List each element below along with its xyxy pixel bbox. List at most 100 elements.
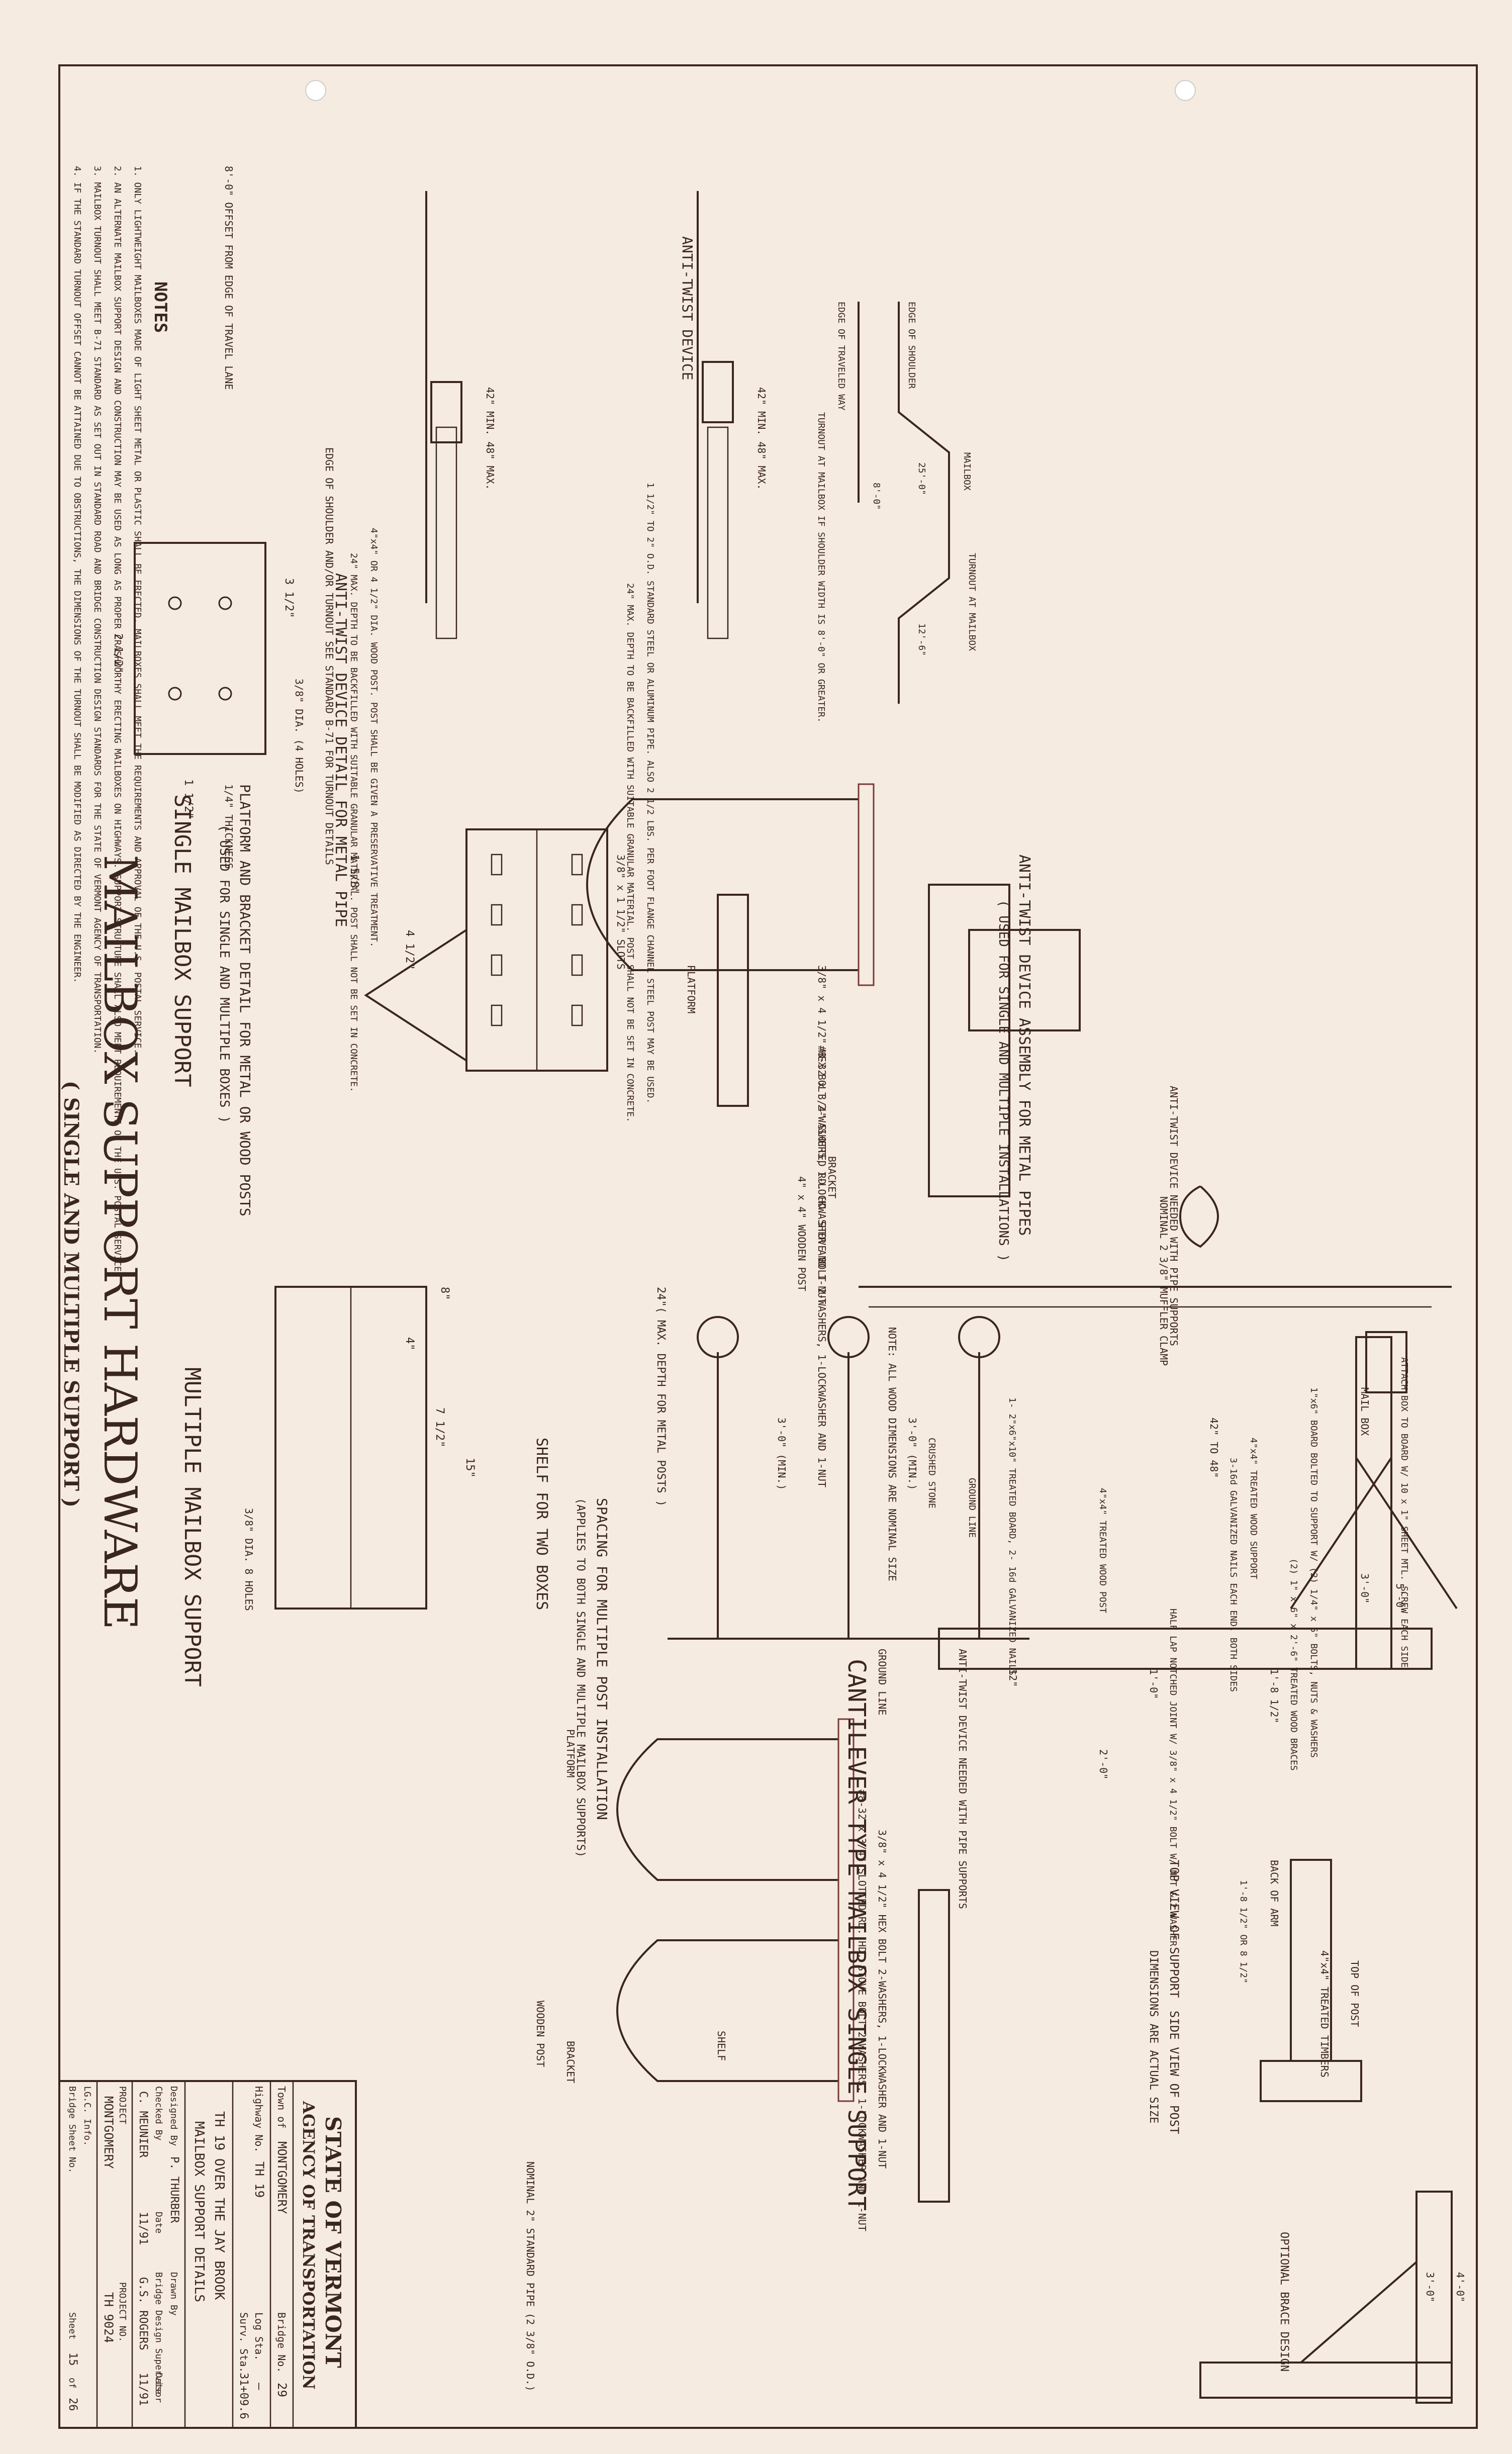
edge-shoulder-label: EDGE OF SHOULDER (906, 302, 917, 389)
top-view-post (1260, 2060, 1362, 2102)
wooden-post-label: WOODEN POST (534, 2001, 546, 2067)
slot (571, 854, 583, 876)
mailbox-label: MAILBOX (962, 452, 972, 491)
platform-plate (858, 783, 875, 986)
desc-line-2: MAILBOX SUPPORT DETAILS (192, 2121, 207, 2302)
dim-42-48: 42" MIN. 48" MAX. (484, 387, 496, 490)
designed-label: Designed By (168, 2086, 179, 2146)
brace (1290, 1457, 1392, 1610)
plate-hole (218, 687, 232, 701)
date2-label: Date (153, 2373, 164, 2394)
anti-twist-pipe-caption: ANTI-TWIST DEVICE DETAIL FOR METAL PIPE (332, 573, 349, 927)
depth-note: 24" MAX. DEPTH TO BE BACKFILLED WITH SUI… (348, 553, 359, 1092)
dim-3-5: 3 1/2" (282, 578, 295, 618)
platform-detail: 1 5/8" 4 1/2" 3/8" x 1 1/2" SLOTS PLATFO… (169, 784, 627, 1216)
project-value: MONTGOMERY (102, 2096, 116, 2169)
drawing-border (58, 64, 1478, 2429)
back-arm-label: BACK OF ARM (1268, 1860, 1280, 1926)
mailbox-outline (586, 798, 859, 971)
turnout-note: TURNOUT AT MAILBOX IF SHOULDER WIDTH IS … (816, 412, 826, 723)
bracket (717, 894, 749, 1107)
anti-twist-detail: 3 1/2" 2 1/2" 1 1/2" 3/8" DIA. (4 HOLES)… (112, 542, 349, 927)
side-view-caption: SIDE VIEW OF POST (1167, 2011, 1181, 2134)
title-block-frame (58, 2080, 357, 2429)
cantilever-section-title: CANTILEVER TYPE MAILBOX SINGLE SUPPORT (842, 1659, 871, 2211)
multiple-platform (837, 1718, 855, 2102)
dim-1-8-5: 1'-8 1/2" (1268, 1669, 1280, 1723)
clamp-plate (968, 929, 1081, 1031)
dim-3-0: 3'-0" (1359, 1573, 1371, 1603)
mailbox-top (827, 1316, 870, 1358)
state-name: STATE OF VERMONT (321, 2116, 345, 2368)
top-post-label: TOP OF POST (1349, 1960, 1361, 2027)
dim-42-48-b: 42" TO 48" (1208, 1418, 1220, 1478)
mailbox-outline (616, 1939, 838, 2082)
single-section-title: SINGLE MAILBOX SUPPORT (169, 794, 195, 1087)
optional-brace (1300, 2261, 1418, 2364)
notes-heading: NOTES (150, 281, 170, 333)
wood-post-note: 4"x4" OR 4 1/2" DIA. WOOD POST. POST SHA… (368, 528, 379, 947)
board-label: 1"x6" BOARD BOLTED TO SUPPORT W/ (2) 1/4… (1308, 1387, 1319, 1758)
dim-24: 24"( MAX. DEPTH FOR METAL POSTS ) (654, 1287, 667, 1506)
mailbox-top (697, 1316, 739, 1358)
stove-bolt-label-2: #8-32 x 3/4" SLOTTED RD. HD. STOVE BOLT … (856, 1789, 868, 2231)
shelf-label: SHELF (715, 2031, 727, 2061)
of-label: of (67, 2378, 77, 2389)
pipe-assembly (928, 884, 1010, 1197)
mail-box-label: MAIL BOX (1359, 1387, 1371, 1436)
note-1: 1. ONLY LIGHTWEIGHT MAILBOXES MADE OF LI… (132, 166, 143, 1054)
slot (571, 1004, 583, 1026)
checked-label: Checked By (153, 2086, 164, 2141)
bracket-label-2: BRACKET (564, 2041, 577, 2083)
stove-bolt-label: #8-32 x 3/4" SLOTTED RD. HD. STOVE BOLT … (816, 1046, 828, 1487)
punch-hole (1175, 80, 1196, 101)
mailbox-shape (430, 381, 462, 443)
cantilever-upright (938, 1628, 1433, 1670)
hex-bolt-label-2: 3/8" x 4 1/2" HEX BOLT 2-WASHERS, 1-LOCK… (876, 1830, 888, 2168)
dim-5-0: 5'-0" (1394, 1583, 1406, 1614)
spacing-posts (668, 1316, 1029, 1640)
thickness-label: 1/4" THICKNESS (223, 784, 235, 869)
surv-value: 31+09.6 (237, 2373, 250, 2419)
turnout-outline (898, 302, 950, 704)
supervisor-label: Bridge Design Supervisor (153, 2272, 164, 2403)
dim-1-5: 1 1/2" (182, 779, 195, 819)
bridge-label: Bridge No. (275, 2312, 288, 2373)
lgc-label: LG.C. Info. (82, 2086, 92, 2146)
wood-post-label: 4" x 4" WOODEN POST (796, 1176, 808, 1291)
sheet-label: Sheet (67, 2312, 77, 2339)
multiple-section-title: MULTIPLE MAILBOX SUPPORT (179, 1367, 205, 1687)
holes-label: 3/8" DIA. (4 HOLES) (293, 679, 305, 794)
assembly-subcaption: ( USED FOR SINGLE AND MULTIPLE INSTALLAT… (996, 900, 1011, 1262)
dim-2-5: 2 1/2" (112, 633, 124, 673)
dim-12in: 12" (1007, 1669, 1019, 1687)
turnout-label: TURNOUT AT MAILBOX (967, 553, 977, 651)
highway-value: TH 19 (252, 2161, 266, 2198)
supervisor-value: G.S. ROGERS (137, 2277, 149, 2350)
town-value: MONTGOMERY (275, 2141, 289, 2214)
note-2: 2. AN ALTERNATE MAILBOX SUPPORT DESIGN A… (112, 166, 123, 1277)
anti-twist-needed-label: ANTI-TWIST DEVICE NEEDED WITH PIPE SUPPO… (1168, 1086, 1180, 1346)
multiple-spacing: 24"( MAX. DEPTH FOR METAL POSTS ) 3'-0" … (533, 1287, 1029, 1909)
optional-post (1199, 2362, 1453, 2399)
date-label: Date (153, 2212, 164, 2233)
slot (491, 954, 503, 976)
offset-label: 8'-0" OFFSET FROM EDGE OF TRAVEL LANE (223, 166, 235, 390)
note-3: 3. MAILBOX TURNOUT SHALL MEET B-71 STAND… (92, 166, 103, 1054)
dim-4in: 4" (403, 1337, 416, 1351)
mailbox-outline (616, 1738, 838, 1881)
treated-support-label: 4"x4" TREATED WOOD SUPPORT (1248, 1438, 1259, 1579)
checked-value: C. MEUNIER (137, 2091, 149, 2158)
project-no-value: TH 9024 (102, 2292, 116, 2343)
punch-hole (305, 80, 326, 101)
slot (491, 904, 503, 926)
town-label: Town of (275, 2086, 288, 2128)
slot (571, 904, 583, 926)
braces-label: (2) 1" x 6" x 2'-6" TREATED WOOD BRACES (1288, 1558, 1299, 1771)
bracket-label: BRACKET (826, 1156, 838, 1198)
bridge-sheet-label: Bridge Sheet No. (67, 2086, 77, 2173)
top-view-caption: TOP VIEW OF SUPPORT (1167, 1860, 1181, 1998)
platform-subcaption: ( USED FOR SINGLE AND MULTIPLE BOXES ) (217, 824, 232, 1123)
